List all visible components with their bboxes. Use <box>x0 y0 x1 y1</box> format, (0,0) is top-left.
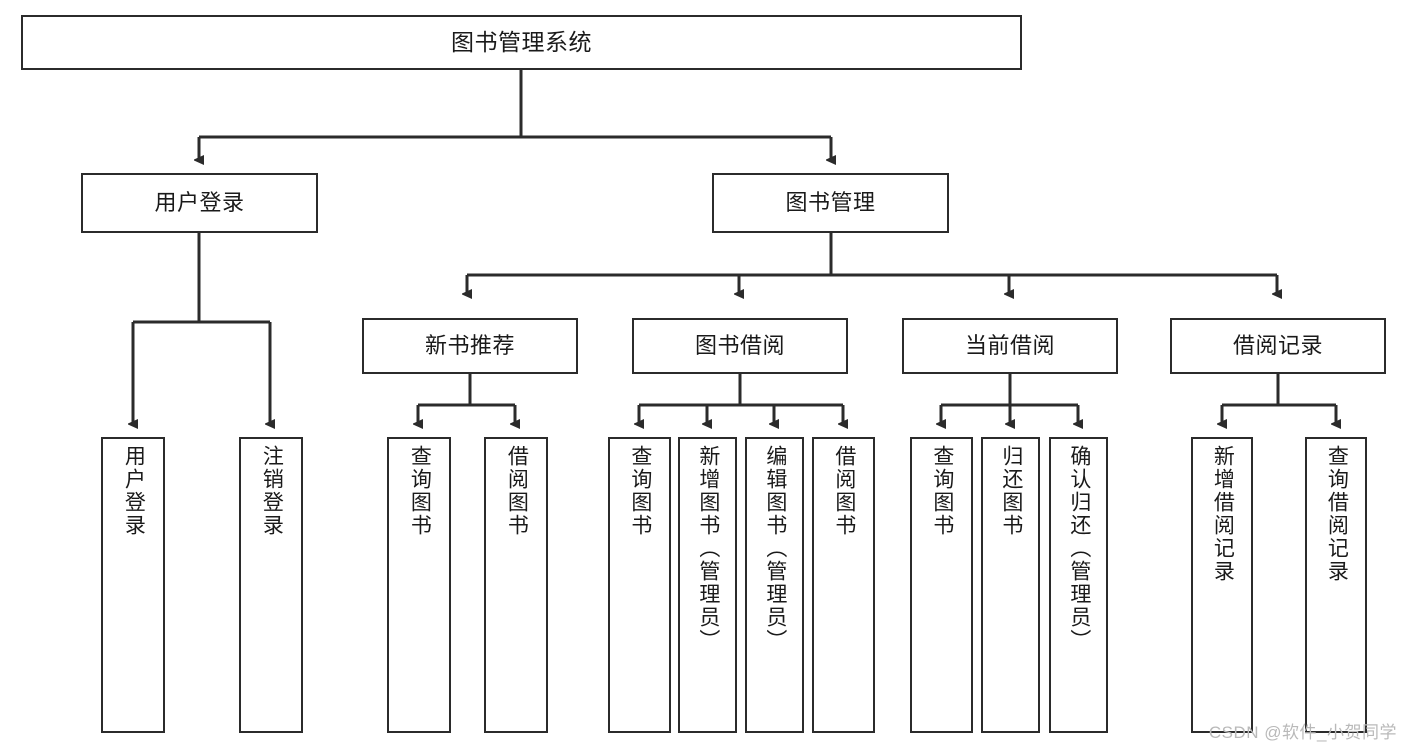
node-leaf-add-borrow-record[interactable]: 新增借阅记录 <box>1191 437 1253 733</box>
node-label: 注销登录 <box>260 445 284 537</box>
node-label: 编辑图书（管理员） <box>763 445 787 652</box>
csdn-watermark: CSDN @软件_小贺同学 <box>1208 723 1397 742</box>
node-leaf-query-borrow-record[interactable]: 查询借阅记录 <box>1305 437 1367 733</box>
node-root-system[interactable]: 图书管理系统 <box>21 15 1022 70</box>
node-label: 新书推荐 <box>424 333 515 359</box>
node-label: 借阅记录 <box>1232 333 1323 359</box>
node-label: 用户登录 <box>154 190 245 216</box>
node-leaf-query-books-current[interactable]: 查询图书 <box>910 437 973 733</box>
node-label: 借阅图书 <box>832 445 856 537</box>
node-label: 查询图书 <box>930 445 954 537</box>
node-book-borrow[interactable]: 图书借阅 <box>632 318 848 374</box>
node-label: 当前借阅 <box>964 333 1055 359</box>
node-leaf-return-books[interactable]: 归还图书 <box>981 437 1040 733</box>
node-current-borrow[interactable]: 当前借阅 <box>902 318 1118 374</box>
node-leaf-query-books-recommend[interactable]: 查询图书 <box>387 437 451 733</box>
node-leaf-query-books-borrow[interactable]: 查询图书 <box>608 437 671 733</box>
node-label: 查询图书 <box>628 445 652 537</box>
node-book-management[interactable]: 图书管理 <box>712 173 949 233</box>
node-label: 新增图书（管理员） <box>696 445 720 652</box>
node-leaf-edit-book-admin[interactable]: 编辑图书（管理员） <box>745 437 804 733</box>
node-leaf-borrow-books-recommend[interactable]: 借阅图书 <box>484 437 548 733</box>
node-borrow-record[interactable]: 借阅记录 <box>1170 318 1386 374</box>
node-new-book-recommendation[interactable]: 新书推荐 <box>362 318 578 374</box>
node-label: 确认归还（管理员） <box>1067 445 1091 652</box>
node-label: 借阅图书 <box>505 445 529 537</box>
node-label: 归还图书 <box>999 445 1023 537</box>
node-user-login[interactable]: 用户登录 <box>81 173 318 233</box>
node-leaf-add-book-admin[interactable]: 新增图书（管理员） <box>678 437 737 733</box>
node-label: 图书管理 <box>785 190 876 216</box>
node-leaf-confirm-return-admin[interactable]: 确认归还（管理员） <box>1049 437 1108 733</box>
node-label: 新增借阅记录 <box>1211 445 1235 583</box>
node-label: 查询图书 <box>408 445 432 537</box>
node-leaf-borrow-books[interactable]: 借阅图书 <box>812 437 875 733</box>
node-leaf-logout[interactable]: 注销登录 <box>239 437 303 733</box>
node-label: 图书借阅 <box>694 333 785 359</box>
node-label: 图书管理系统 <box>451 28 592 55</box>
node-label: 查询借阅记录 <box>1325 445 1349 583</box>
node-label: 用户登录 <box>122 445 146 537</box>
node-leaf-user-login[interactable]: 用户登录 <box>101 437 165 733</box>
